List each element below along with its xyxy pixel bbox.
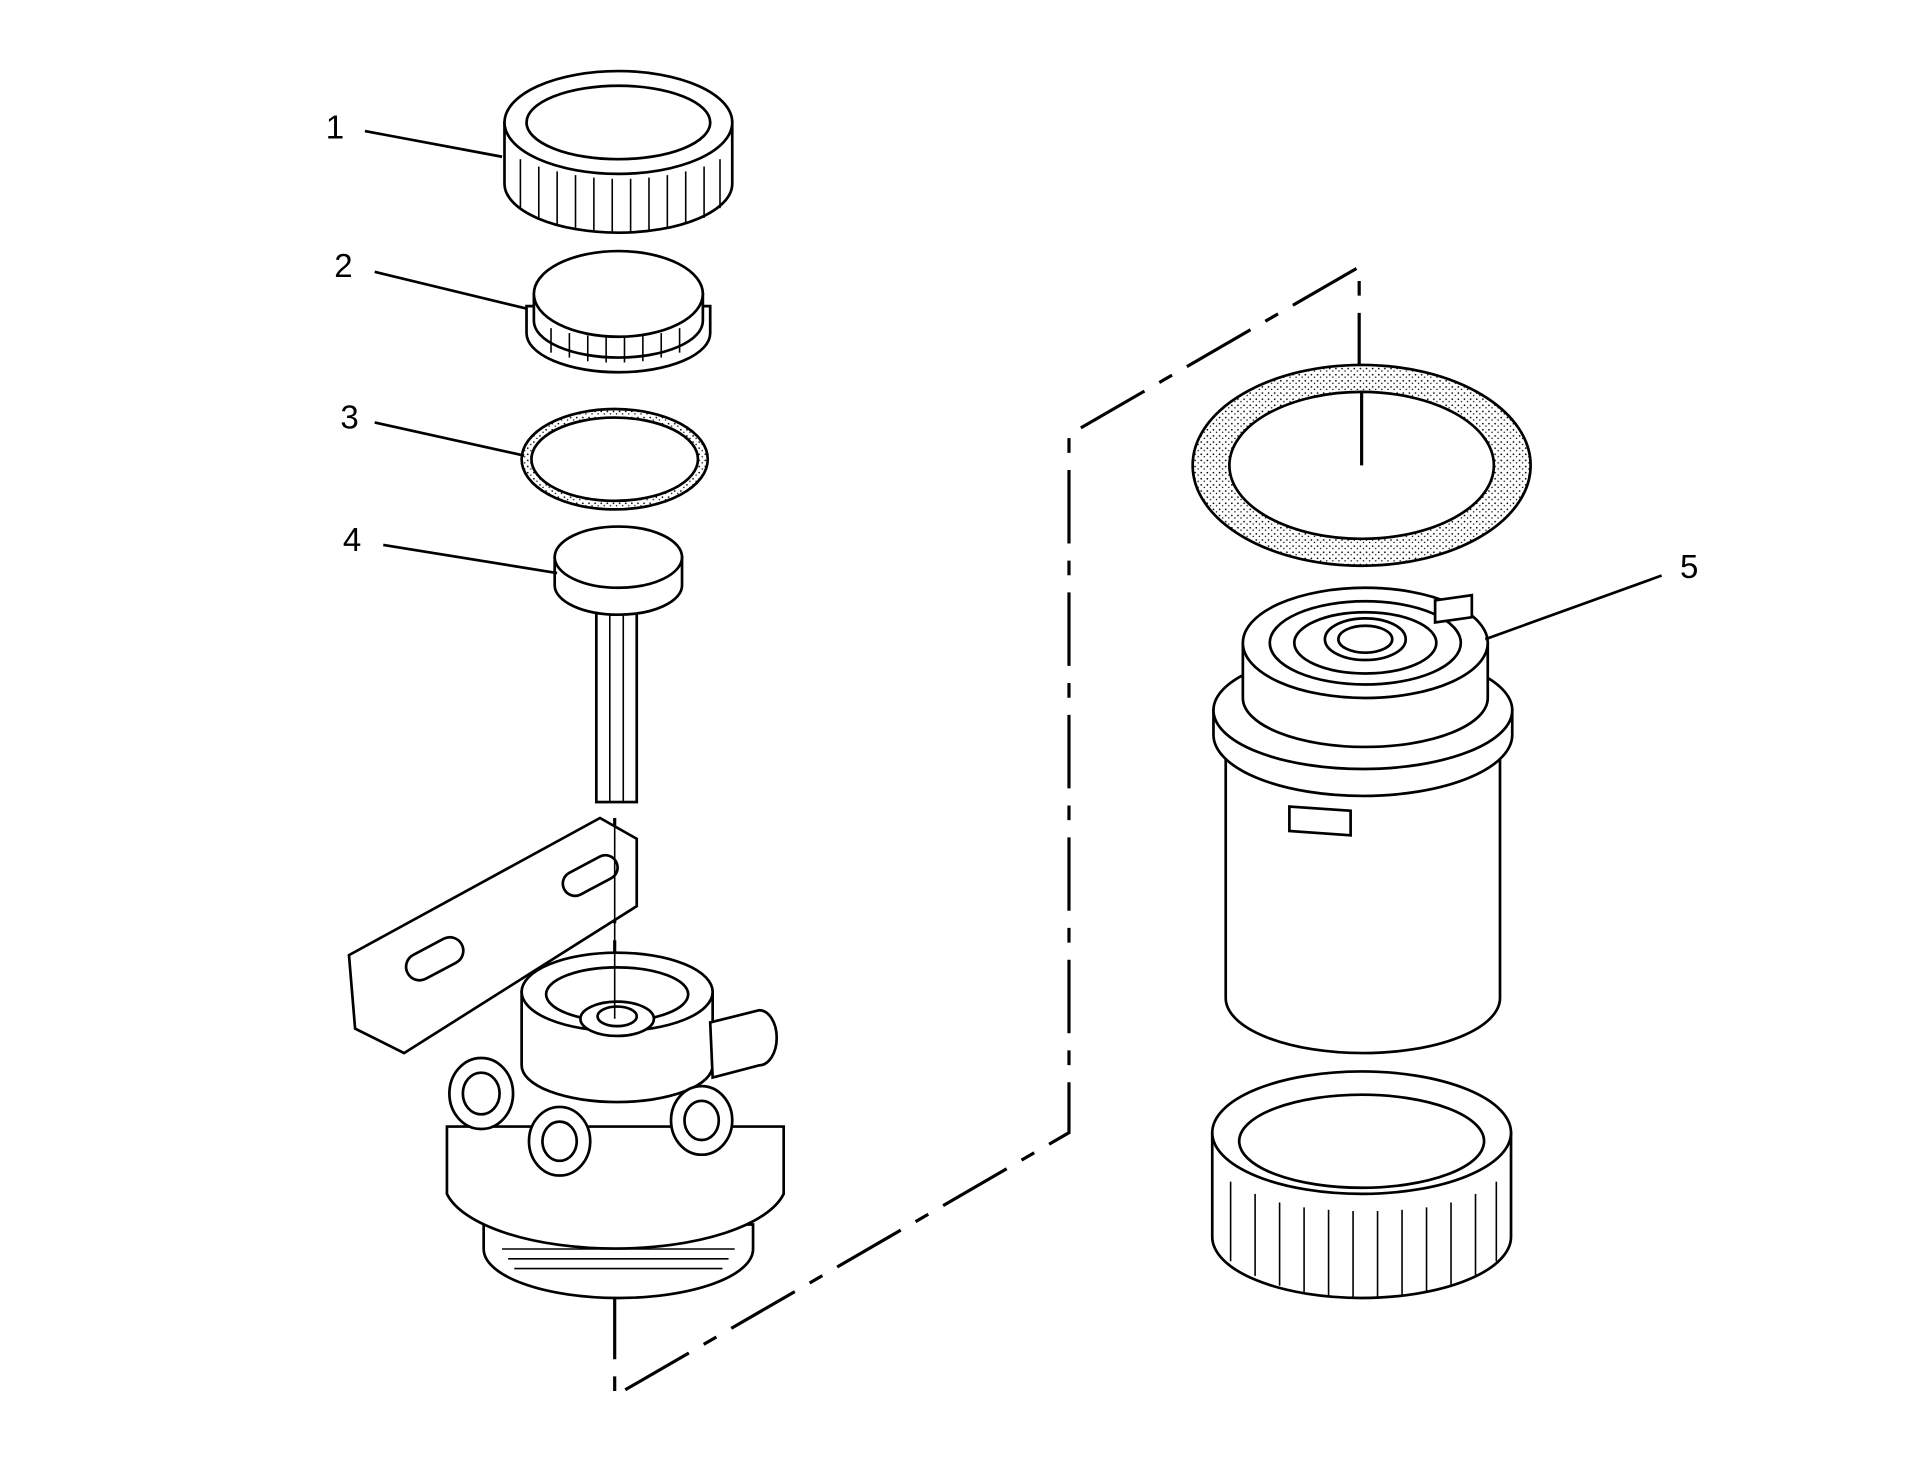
part-5-bowl-ring [1210,1070,1513,1300]
callout-4: 4 [343,522,361,559]
callout-5: 5 [1680,549,1698,586]
callout-1: 1 [326,109,344,146]
callout-3: 3 [340,400,358,437]
filter-head-base [347,816,786,1300]
part-4-float-stem [553,525,684,804]
callout-2: 2 [334,248,352,285]
part-5-gasket [1191,363,1532,568]
part-2-cap [525,249,712,374]
part-1-retaining-ring [503,69,734,234]
assembly-centerline-right [613,264,1361,1399]
callout-leaders [364,129,1663,641]
part-3-o-ring [520,407,710,511]
part-5-filter-element [1212,586,1514,1055]
